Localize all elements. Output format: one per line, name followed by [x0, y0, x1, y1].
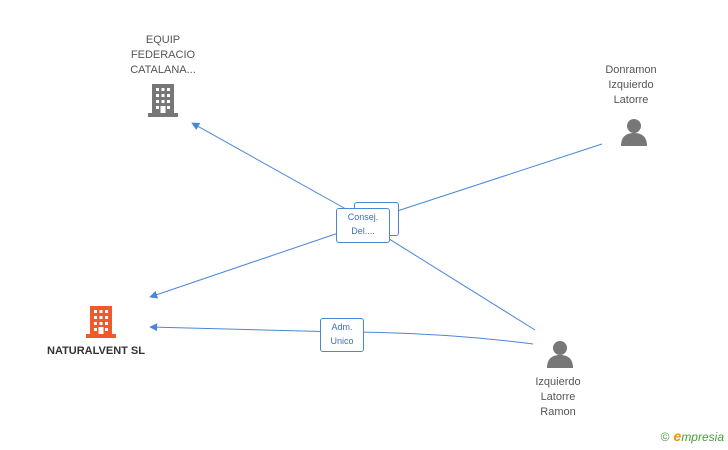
edge-label-consej[interactable]: Consej. Del.... — [336, 208, 390, 243]
building-icon[interactable] — [86, 306, 116, 338]
person-icon[interactable] — [621, 119, 647, 146]
node-label-equip[interactable]: EQUIP FEDERACIO CATALANA... — [130, 34, 196, 76]
building-icon[interactable] — [148, 84, 178, 117]
copyright-icon: © — [660, 430, 670, 444]
empresia-logo: ©empresia — [660, 428, 724, 444]
edge-consej-to-naturalvent — [149, 224, 363, 299]
node-label-izquierdo[interactable]: Izquierdo Latorre Ramon — [535, 376, 581, 418]
edge-label-adm[interactable]: Adm. Unico — [320, 318, 364, 352]
edge-consej-to-equip — [191, 122, 363, 219]
edge-izquierdo-to-consej — [377, 231, 536, 331]
person-icon[interactable] — [547, 341, 573, 368]
node-label-naturalvent[interactable]: NATURALVENT SL — [47, 345, 145, 357]
edge-donramon-to-consej — [384, 143, 603, 216]
node-label-donramon[interactable]: Donramon Izquierdo Latorre — [605, 64, 657, 106]
